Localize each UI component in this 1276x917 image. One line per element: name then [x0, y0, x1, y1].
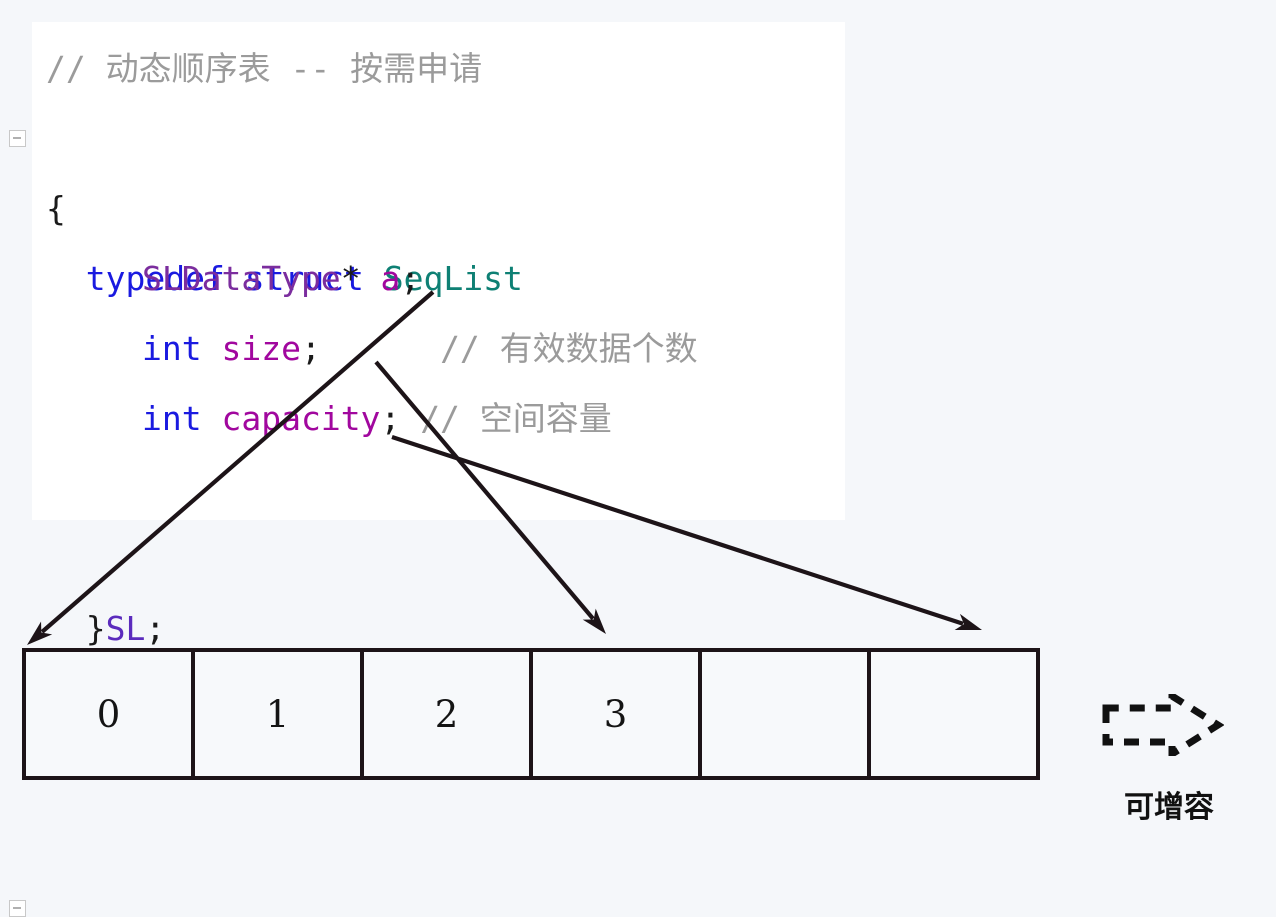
code-token-keyword: int: [142, 399, 202, 438]
code-line-member-a: SLDataType* a;: [32, 244, 955, 314]
code-token-plain: ;: [380, 399, 421, 438]
code-line-close-brace: }SL;: [9, 454, 859, 917]
code-token-comment: // 空间容量: [420, 399, 612, 438]
code-token-comment: // 动态顺序表 -- 按需申请: [46, 49, 483, 88]
code-token-comment: // 有效数据个数: [440, 329, 698, 368]
array-cell-1: 1: [195, 652, 364, 776]
array-cell-0: 0: [26, 652, 195, 776]
code-token-plain: [202, 329, 222, 368]
code-token-alias: SL: [105, 609, 146, 648]
array-cell-4: [702, 652, 871, 776]
code-line-open-brace: {: [32, 174, 859, 244]
code-token-plain: [202, 399, 222, 438]
code-token-plain: ;: [400, 259, 421, 298]
code-line-comment: // 动态顺序表 -- 按需申请: [32, 34, 859, 104]
code-token-member: a: [380, 259, 401, 298]
code-token-keyword: int: [142, 329, 202, 368]
code-token-plain: ;: [300, 329, 321, 368]
array-cell-5: [871, 652, 1036, 776]
code-line-member-size: int size; // 有效数据个数: [32, 314, 955, 384]
code-fold-marker-icon[interactable]: [9, 900, 26, 917]
code-token-plain: {: [46, 189, 66, 228]
code-line-typedef: typedef struct SeqList: [9, 104, 859, 298]
array-cell-2: 2: [364, 652, 533, 776]
array-cell-3: 3: [533, 652, 702, 776]
code-token-member: capacity: [221, 399, 381, 438]
grow-label: 可增容: [1124, 790, 1214, 825]
code-token-member: size: [221, 329, 301, 368]
code-line-member-capacity: int capacity; // 空间容量: [32, 384, 955, 454]
code-token-user-type: SLDataType: [142, 259, 341, 298]
grow-arrow-icon: [1098, 689, 1225, 761]
code-token-plain: [321, 329, 440, 368]
code-fold-marker-icon[interactable]: [9, 130, 26, 147]
code-token-plain: }: [85, 609, 106, 648]
code-token-plain: ;: [145, 609, 166, 648]
code-block: // 动态顺序表 -- 按需申请 typedef struct SeqList …: [9, 22, 845, 917]
code-token-plain: *: [340, 259, 381, 298]
